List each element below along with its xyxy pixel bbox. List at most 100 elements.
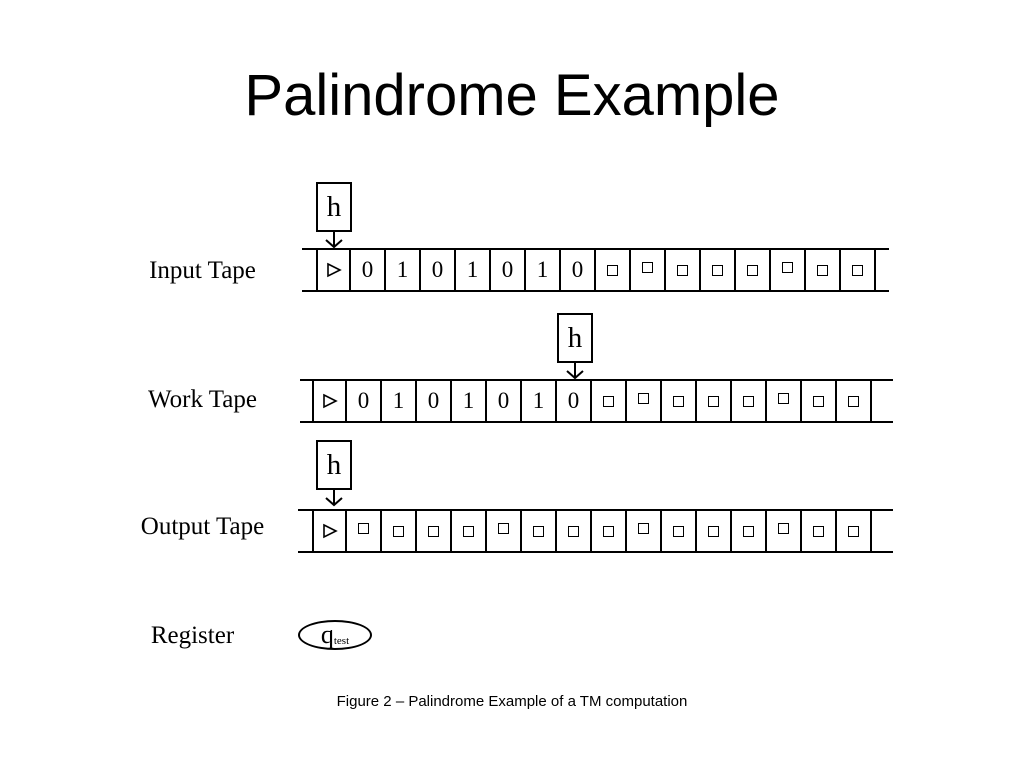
tape-cell: 0 [417, 381, 452, 421]
blank-symbol-icon [848, 525, 859, 537]
tape-symbol: 1 [466, 257, 479, 282]
tape-cell [767, 381, 802, 421]
down-arrow-icon [325, 490, 343, 507]
start-marker-icon [322, 393, 338, 409]
blank-symbol-icon [673, 525, 684, 537]
tape-cell: 1 [386, 250, 421, 290]
tape-cell: 1 [522, 381, 557, 421]
tape-cell [382, 511, 417, 551]
tape-cell [627, 511, 662, 551]
tape-symbol: 1 [536, 257, 549, 282]
blank-symbol-icon [708, 525, 719, 537]
tape-symbol: 0 [571, 257, 584, 282]
tape-cell [417, 511, 452, 551]
down-arrow-icon [566, 363, 584, 380]
tape-symbol: 0 [501, 257, 514, 282]
output-tape [298, 509, 893, 553]
blank-symbol-icon [393, 525, 404, 537]
tape-cell [592, 511, 627, 551]
tape-cell: 0 [351, 250, 386, 290]
head-label: h [316, 182, 352, 232]
blank-symbol-icon [358, 522, 369, 534]
input-tape-label: Input Tape [149, 257, 256, 284]
blank-symbol-icon [463, 525, 474, 537]
tape-symbol: 0 [431, 257, 444, 282]
tape-symbol: 0 [357, 388, 370, 413]
tape-cell [312, 511, 347, 551]
blank-symbol-icon [708, 395, 719, 407]
tape-cell: 0 [347, 381, 382, 421]
tape-cell [596, 250, 631, 290]
tape-symbol: 1 [532, 388, 545, 413]
tape-cell: 0 [557, 381, 592, 421]
blank-symbol-icon [852, 264, 863, 276]
register-state-symbol: q [320, 620, 334, 649]
down-arrow-icon [325, 232, 343, 249]
tape-cell [841, 250, 876, 290]
blank-symbol-icon [568, 525, 579, 537]
tape-cell [767, 511, 802, 551]
tape-cell [312, 381, 347, 421]
tape-cell: 1 [456, 250, 491, 290]
tape-cell [631, 250, 666, 290]
output-tape-cells [312, 511, 872, 551]
tape-cell [732, 381, 767, 421]
tape-cell [806, 250, 841, 290]
tape-cell [487, 511, 522, 551]
blank-symbol-icon [498, 522, 509, 534]
blank-symbol-icon [638, 522, 649, 534]
blank-symbol-icon [642, 261, 653, 273]
register-label: Register [150, 622, 235, 649]
head-label: h [316, 440, 352, 490]
tape-cell [347, 511, 382, 551]
blank-symbol-icon [778, 522, 789, 534]
tape-cell [697, 511, 732, 551]
blank-symbol-icon [813, 395, 824, 407]
tape-symbol: 1 [396, 257, 409, 282]
blank-symbol-icon [817, 264, 828, 276]
start-marker-icon [322, 523, 338, 539]
input-tape-head: h [316, 182, 352, 252]
blank-symbol-icon [638, 392, 649, 404]
blank-symbol-icon [533, 525, 544, 537]
register-state-subscript: test [333, 635, 350, 647]
start-marker-icon [326, 262, 342, 278]
tape-cell: 1 [526, 250, 561, 290]
tape-cell [522, 511, 557, 551]
tape-cell [802, 511, 837, 551]
tape-symbol: 1 [462, 388, 475, 413]
blank-symbol-icon [673, 395, 684, 407]
tape-cell [662, 381, 697, 421]
tape-cell: 0 [561, 250, 596, 290]
head-label: h [557, 313, 593, 363]
tape-cell [736, 250, 771, 290]
tape-symbol: 0 [427, 388, 440, 413]
tape-cell [802, 381, 837, 421]
blank-symbol-icon [848, 395, 859, 407]
blank-symbol-icon [743, 395, 754, 407]
work-tape-head: h [557, 313, 593, 383]
tape-cell [557, 511, 592, 551]
slide-title: Palindrome Example [244, 63, 780, 128]
blank-symbol-icon [603, 525, 614, 537]
tape-cell [666, 250, 701, 290]
tape-symbol: 0 [361, 257, 374, 282]
blank-symbol-icon [607, 264, 618, 276]
blank-symbol-icon [603, 395, 614, 407]
tape-cell [627, 381, 662, 421]
blank-symbol-icon [712, 264, 723, 276]
output-tape-label: Output Tape [140, 513, 265, 540]
tape-cell [837, 381, 872, 421]
tape-cell [837, 511, 872, 551]
output-tape-head: h [316, 440, 352, 510]
tape-cell [662, 511, 697, 551]
tape-cell: 1 [452, 381, 487, 421]
tape-cell [701, 250, 736, 290]
blank-symbol-icon [428, 525, 439, 537]
tape-cell: 0 [487, 381, 522, 421]
figure-caption: Figure 2 – Palindrome Example of a TM co… [336, 693, 688, 710]
tape-symbol: 0 [567, 388, 580, 413]
